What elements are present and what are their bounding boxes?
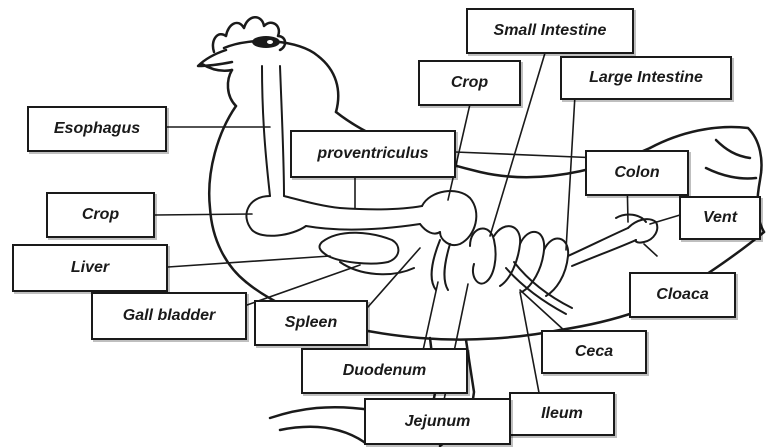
label-liver: Liver (12, 244, 168, 292)
label-vent: Vent (679, 196, 761, 240)
label-duodenum: Duodenum (301, 348, 468, 394)
label-small-intestine: Small Intestine (466, 8, 634, 54)
label-jejunum: Jejunum (364, 398, 511, 445)
eye-drawing (252, 36, 280, 48)
label-crop-top: Crop (418, 60, 521, 106)
label-ceca: Ceca (541, 330, 647, 374)
label-ileum: Ileum (509, 392, 615, 436)
label-esophagus: Esophagus (27, 106, 167, 152)
label-colon: Colon (585, 150, 689, 196)
label-cloaca: Cloaca (629, 272, 736, 318)
label-proventriculus: proventriculus (290, 130, 456, 178)
label-crop-left: Crop (46, 192, 155, 238)
label-gall-bladder: Gall bladder (91, 292, 247, 340)
label-large-intestine: Large Intestine (560, 56, 732, 100)
label-spleen: Spleen (254, 300, 368, 346)
